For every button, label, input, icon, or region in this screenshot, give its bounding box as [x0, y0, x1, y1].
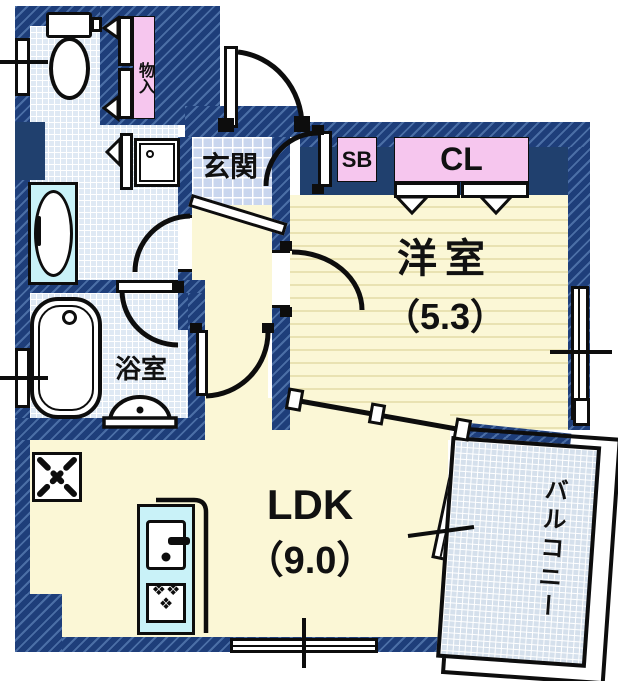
bathroom-label: 浴室	[114, 353, 167, 384]
washbasin-icon	[28, 182, 78, 285]
hall-ldk-door-leaf	[196, 330, 208, 396]
toilet-tank	[46, 12, 92, 38]
kitchen-icon: ❖❖ ❖	[137, 504, 212, 635]
wall	[15, 418, 205, 440]
monoire-box	[133, 16, 155, 119]
balcony-deck	[436, 435, 602, 668]
ldk-label: LDK	[266, 481, 354, 528]
washroom-door-opening	[178, 215, 192, 272]
closet-door-panel	[461, 182, 529, 198]
genkan-floor	[192, 137, 272, 205]
monoire-door-panel	[118, 16, 133, 66]
western-room-size: （5.3）	[383, 296, 507, 337]
monoire-label: 物入	[136, 62, 153, 94]
ldk-floor	[30, 440, 448, 637]
ldk-corridor-floor	[205, 330, 268, 440]
balcony: バルコニー	[435, 426, 618, 681]
closet-box: CL	[394, 137, 529, 182]
closet-label: CL	[440, 141, 483, 177]
toilet-bowl	[49, 37, 90, 100]
wall	[185, 106, 300, 137]
closet-door-panel	[394, 182, 460, 198]
toilet-window	[15, 38, 30, 96]
balcony-corner-window	[573, 398, 590, 426]
western-room-door-opening	[272, 250, 290, 308]
shoe-box-label: SB	[341, 146, 373, 172]
stove-burners-icon: ❖❖ ❖	[151, 582, 181, 613]
sb-door-leaf	[318, 131, 332, 187]
ldk-size: （9.0）	[245, 539, 375, 582]
bathroom-door-leaf	[116, 280, 178, 293]
wall	[15, 594, 62, 652]
washer-pan-icon	[134, 138, 180, 187]
bathroom-window	[15, 348, 30, 408]
western-room-floor	[290, 195, 568, 430]
genkan-label: 玄関	[201, 151, 258, 182]
monoire-door-panel	[118, 68, 133, 119]
kitchen-sink	[146, 520, 186, 570]
ldk-east-floor	[290, 404, 450, 440]
toilet-icon	[46, 12, 102, 102]
entrance-door-leaf	[224, 46, 238, 128]
outdoor-unit-icon	[32, 452, 82, 502]
western-room-label: 洋室	[397, 237, 493, 281]
wall	[176, 280, 205, 293]
bathtub-icon	[30, 297, 102, 419]
washer-area-door-panel	[120, 133, 133, 190]
ldk-south-window	[230, 638, 378, 653]
wall	[15, 122, 45, 180]
shoe-box: SB	[337, 137, 377, 182]
toilet-flush-knob	[91, 17, 102, 32]
